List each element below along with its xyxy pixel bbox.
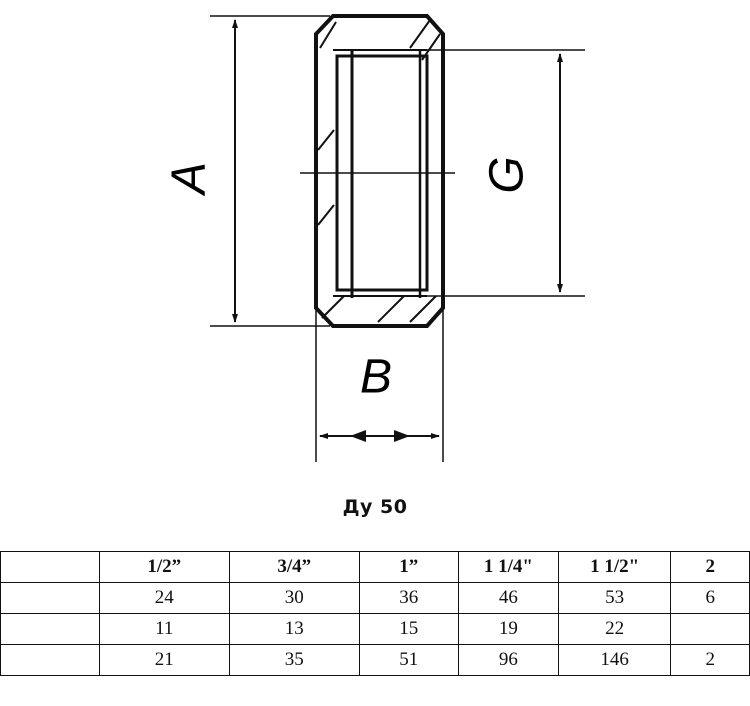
table-cell: 11	[98, 613, 230, 645]
table-cell: 6	[670, 582, 750, 614]
dimension-label-b: B	[360, 351, 392, 404]
coupling-outer-contour	[314, 14, 445, 328]
dimension-table: 1/2” 3/4” 1” 1 1/4" 1 1/2" 2 24 30 36 46…	[0, 551, 750, 676]
header-cell: 1”	[358, 551, 459, 583]
fitting-drawing: A G B	[163, 14, 585, 462]
table-header-row: 1/2” 3/4” 1” 1 1/4" 1 1/2" 2	[0, 551, 750, 583]
table-cell	[0, 644, 100, 676]
dimension-arrows-b	[350, 430, 410, 442]
table-cell: 15	[358, 613, 459, 645]
dimension-label-a: A	[163, 162, 216, 197]
table-cell	[0, 582, 100, 614]
table-cell: 46	[457, 582, 559, 614]
table-cell: 13	[228, 613, 360, 645]
table-cell: 19	[457, 613, 559, 645]
size-caption: Ду 50	[342, 496, 408, 518]
table-cell	[670, 613, 750, 645]
header-cell: 2	[670, 551, 750, 583]
table-row: 24 30 36 46 53 6	[0, 582, 750, 614]
section-hatching	[317, 19, 441, 323]
table-cell: 2	[670, 644, 750, 676]
header-cell: 1 1/2"	[557, 551, 672, 583]
header-cell	[0, 551, 100, 583]
dimension-label-g: G	[481, 156, 534, 193]
table-cell: 146	[557, 644, 672, 676]
table-cell: 96	[457, 644, 559, 676]
table-cell: 35	[228, 644, 360, 676]
table-cell: 21	[98, 644, 230, 676]
table-cell: 51	[358, 644, 459, 676]
header-cell: 1 1/4"	[457, 551, 559, 583]
table-cell: 24	[98, 582, 230, 614]
table-cell: 36	[358, 582, 459, 614]
header-cell: 1/2”	[98, 551, 230, 583]
table-cell: 22	[557, 613, 672, 645]
table-cell: 53	[557, 582, 672, 614]
table-cell	[0, 613, 100, 645]
table-row: 11 13 15 19 22	[0, 613, 750, 645]
table-row: 21 35 51 96 146 2	[0, 644, 750, 676]
table-cell: 30	[228, 582, 360, 614]
header-cell: 3/4”	[228, 551, 360, 583]
